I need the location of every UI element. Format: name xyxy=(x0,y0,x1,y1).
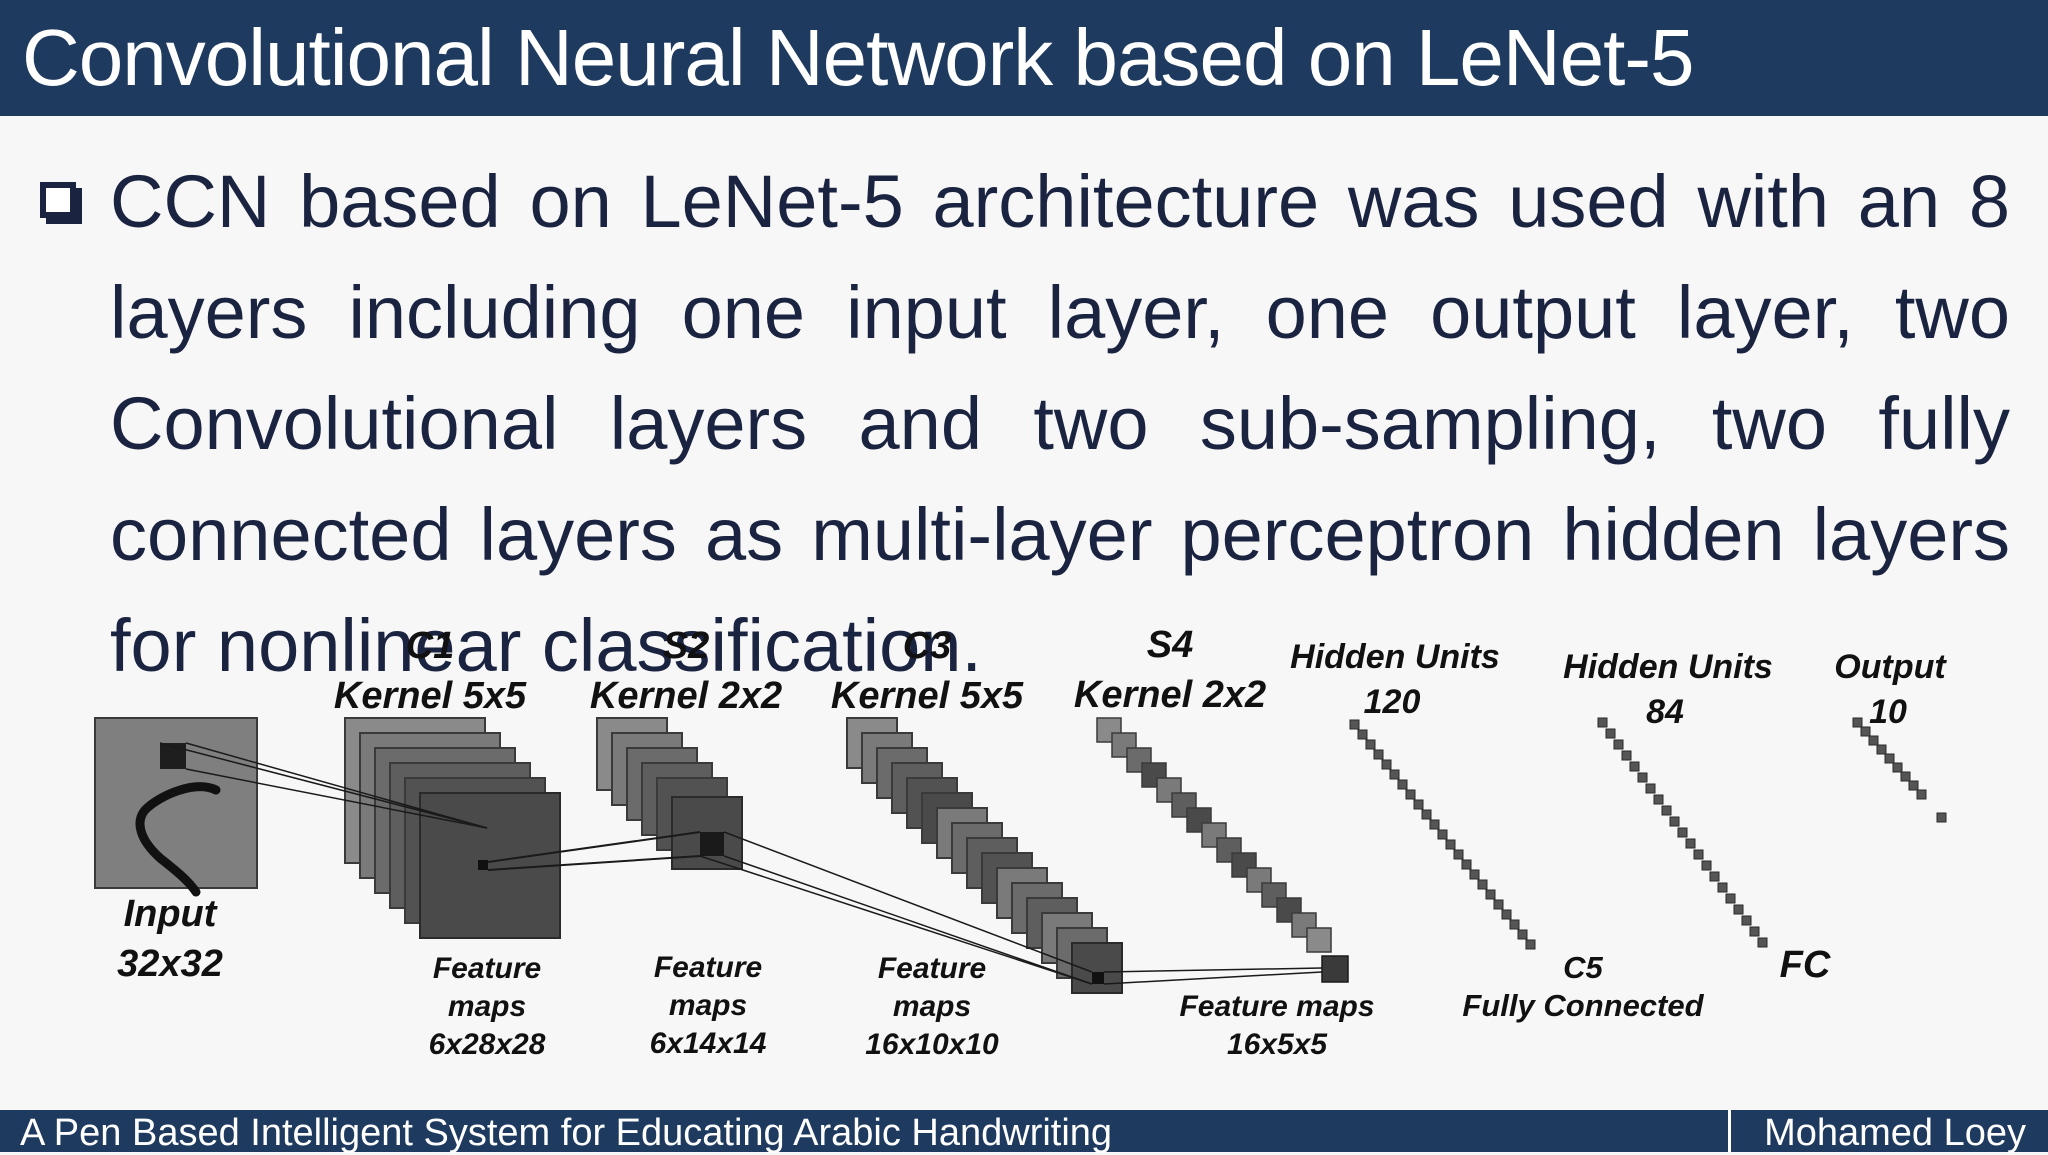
footer-divider xyxy=(1728,1110,1731,1152)
h84-label-1: Hidden Units xyxy=(1563,648,1773,686)
square-bullet-icon xyxy=(40,182,76,218)
s2-fm-label-1: Feature xyxy=(654,951,762,984)
s2-fm-label-2: maps xyxy=(669,989,747,1022)
h120-label-1: Hidden Units xyxy=(1290,638,1500,676)
fc-label: FC xyxy=(1780,944,1831,986)
h120-label-2: 120 xyxy=(1364,683,1421,721)
hidden-units-120-chain xyxy=(1349,719,1536,950)
hidden-units-84-chain xyxy=(1597,717,1768,948)
slide-title: Convolutional Neural Network based on Le… xyxy=(22,13,1695,102)
bullet-text: CCN based on LeNet-5 architecture was us… xyxy=(110,160,2010,687)
c5-label: C5 xyxy=(1563,950,1603,985)
c3-to-s4-lines xyxy=(1103,967,1323,985)
handwritten-stroke xyxy=(135,782,221,897)
lenet5-diagram: Input 32x32 C1 Kernel 5x5 Feature maps 6… xyxy=(94,624,1947,1061)
c3-feature-maps xyxy=(846,717,1123,994)
input-to-c1-lines xyxy=(159,742,488,829)
c3-kernel-label: Kernel 5x5 xyxy=(831,675,1024,717)
c1-name-label: C1 xyxy=(406,625,455,667)
input-label: Input xyxy=(124,893,218,935)
c3-fm-label-2: maps xyxy=(893,990,971,1023)
s2-kernel-label: Kernel 2x2 xyxy=(590,675,782,717)
footer-title: A Pen Based Intelligent System for Educa… xyxy=(20,1112,1113,1154)
s2-name-label: S2 xyxy=(663,625,709,667)
output-10-chain xyxy=(1852,717,1947,823)
footer-bar: A Pen Based Intelligent System for Educa… xyxy=(0,1110,2048,1154)
s2-feature-maps xyxy=(596,717,743,870)
s4-feature-maps xyxy=(1096,717,1349,983)
output-label-1: Output xyxy=(1834,648,1947,686)
c1-fm-label-3: 6x28x28 xyxy=(429,1028,546,1061)
s4-kernel-label: Kernel 2x2 xyxy=(1074,674,1266,716)
output-label-2: 10 xyxy=(1869,693,1907,731)
s2-to-c3-lines xyxy=(699,831,1093,985)
s4-name-label: S4 xyxy=(1147,624,1193,666)
s4-fm-label-1: Feature maps xyxy=(1179,990,1374,1023)
c1-to-s2-lines xyxy=(487,831,701,871)
footer-author: Mohamed Loey xyxy=(1764,1112,2026,1154)
input-size-label: 32x32 xyxy=(117,943,223,985)
h84-label-2: 84 xyxy=(1646,693,1684,731)
c1-feature-maps xyxy=(344,717,561,939)
c1-kernel-label: Kernel 5x5 xyxy=(334,675,527,717)
input-patch xyxy=(160,743,186,769)
title-bar: Convolutional Neural Network based on Le… xyxy=(0,0,2048,116)
c3-fm-label-3: 16x10x10 xyxy=(865,1028,999,1061)
c1-fm-label-2: maps xyxy=(448,990,526,1023)
s4-fm-label-2: 16x5x5 xyxy=(1227,1028,1328,1061)
c3-fm-label-1: Feature xyxy=(878,952,986,985)
input-image xyxy=(94,717,258,897)
c3-name-label: C3 xyxy=(903,625,952,667)
c1-fm-label-1: Feature xyxy=(433,952,541,985)
c5-fc-label: Fully Connected xyxy=(1462,988,1704,1023)
s2-fm-label-3: 6x14x14 xyxy=(650,1027,767,1060)
